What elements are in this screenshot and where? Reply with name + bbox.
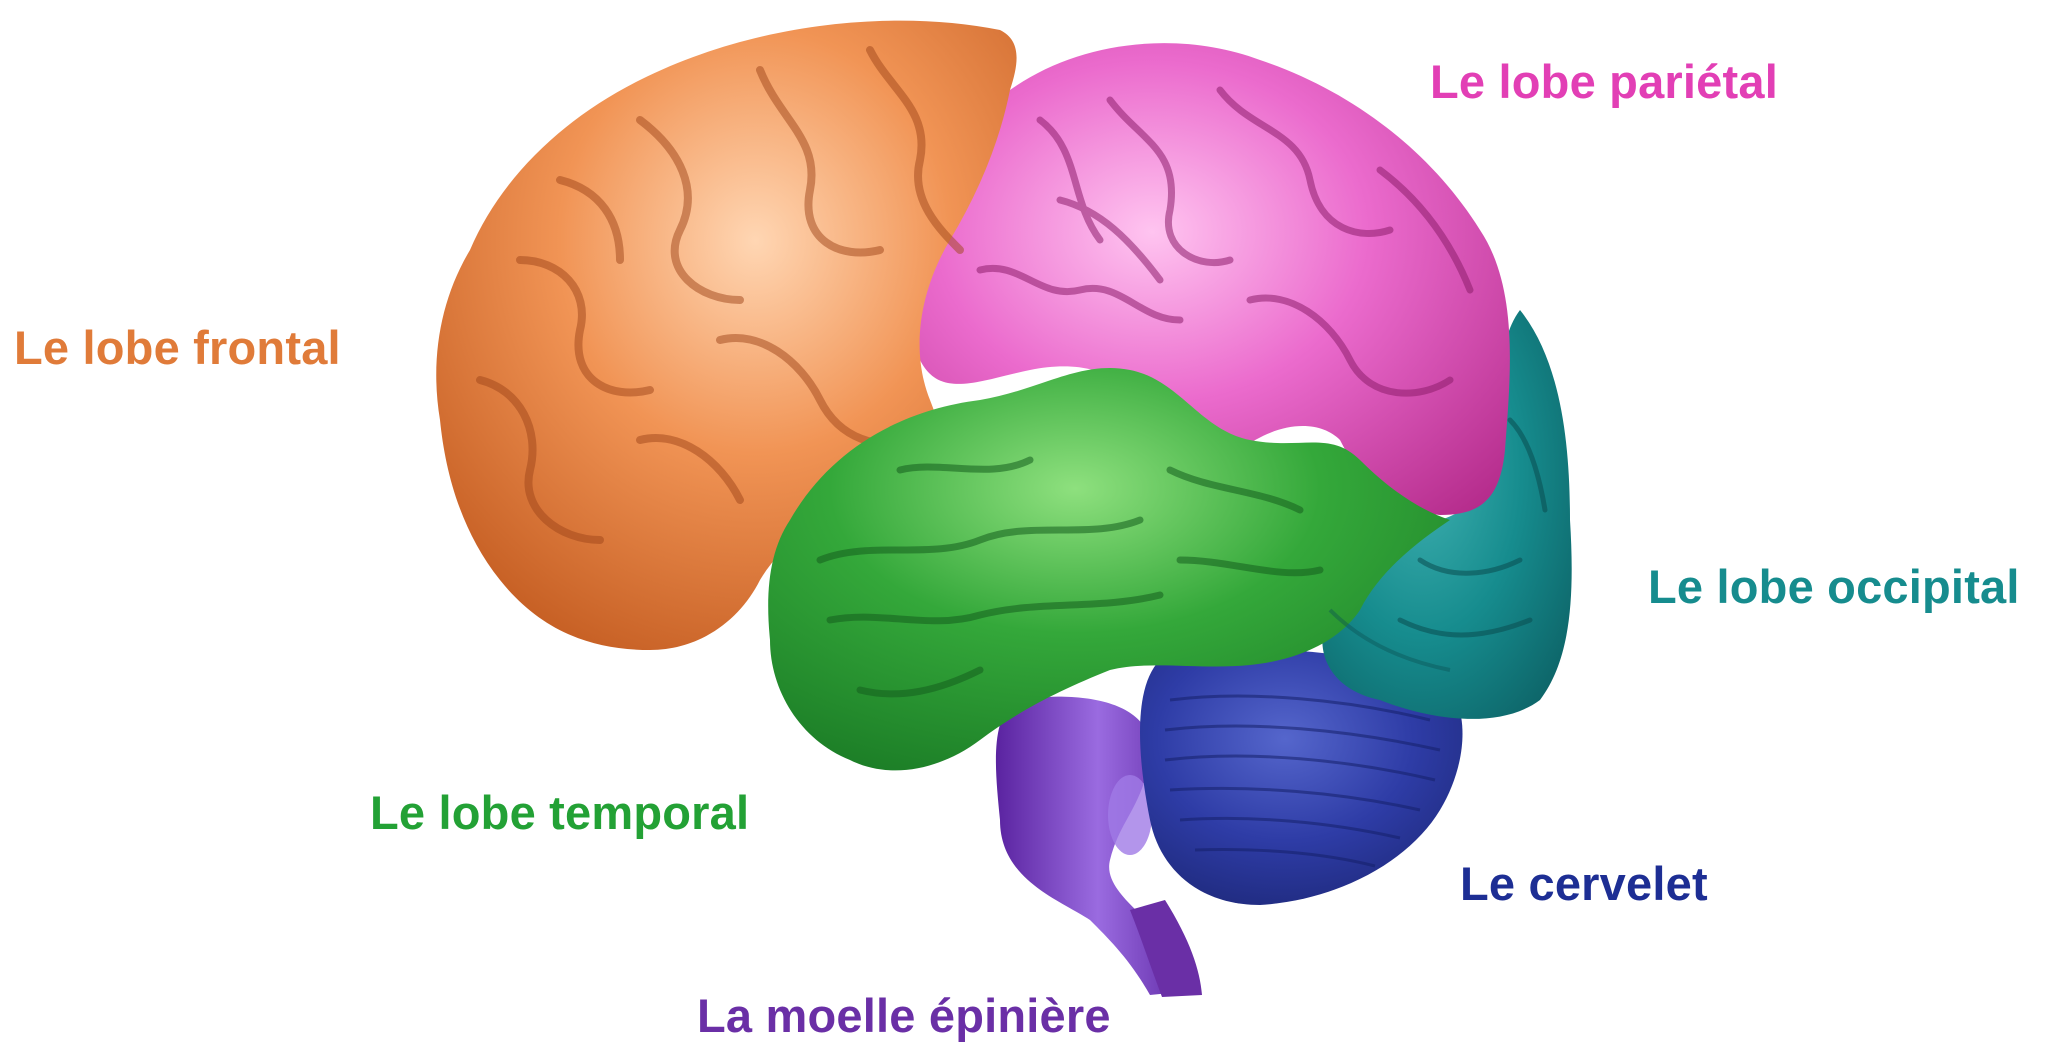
label-frontal-lobe: Le lobe frontal: [14, 324, 341, 371]
label-parietal-lobe: Le lobe pariétal: [1430, 58, 1778, 105]
label-temporal-lobe: Le lobe temporal: [370, 789, 749, 836]
label-occipital-lobe: Le lobe occipital: [1648, 563, 2020, 610]
label-spinal-cord: La moelle épinière: [697, 992, 1111, 1039]
label-cerebellum: Le cervelet: [1460, 860, 1708, 907]
